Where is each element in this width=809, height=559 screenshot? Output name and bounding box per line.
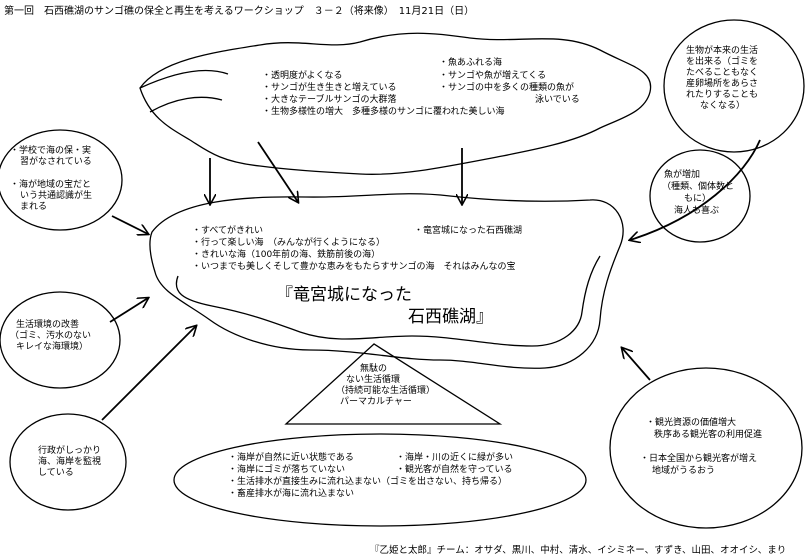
living-things-line: 産卵場所をあらさ — [686, 79, 759, 89]
environment-line: キレイな海環境） — [16, 342, 89, 352]
tourism-line: ・観光資源の価値増大 — [646, 418, 737, 428]
government-bubble-shape — [9, 413, 127, 511]
cloud-tail-lower — [149, 96, 223, 113]
ellipse-left-item: ・生活排水が直接生みに流れ込まない（ゴミを出さない、持ち帰る） — [228, 477, 508, 487]
top-cloud-shape — [139, 32, 652, 175]
tourism-line: 地域がうるおう — [652, 466, 716, 476]
triangle-shape — [284, 343, 503, 425]
lake-main-title-line2: 石西礁湖』 — [408, 307, 493, 327]
lake-main-title-line1: 『竜宮城になった — [276, 285, 412, 305]
cloud-left-item: ・生物多様性の増大 多種多様のサンゴに覆われた美しい海 — [262, 107, 505, 117]
cloud-left-item: ・大きなテーブルサンゴの大群落 — [262, 95, 397, 105]
cloud-left-item: ・サンゴが生き生きと増えている — [262, 83, 397, 93]
living-things-bubble-shape — [663, 19, 805, 153]
triangle-line: （持続可能な生活循環） — [336, 386, 436, 396]
cloud-right-item: ・サンゴの中を多くの種類の魚が — [439, 83, 575, 93]
triangle-line: 無駄の — [360, 364, 388, 374]
ellipse-right-item: ・海岸・川の近くに緑が多い — [396, 453, 514, 463]
triangle-line: パーマカルチャー — [340, 397, 412, 407]
tourism-line: ・日本全国から観光客が増え — [640, 454, 758, 464]
fish-line: 魚が増加 — [664, 170, 701, 180]
tourism-line: 秩序ある観光客の利用促進 — [654, 430, 763, 440]
arrow-education-to-lake — [111, 215, 148, 234]
living-things-line: 生物が本来の生活 — [686, 46, 759, 56]
cloud-left-item: ・透明度がよくなる — [262, 71, 343, 81]
arrow-cloud-to-lake-2 — [257, 141, 298, 202]
government-line: 海、海岸を監視 — [38, 457, 102, 467]
fish-line: （種類、個体数と — [662, 182, 735, 192]
triangle-line: ない生活循環 — [346, 375, 401, 385]
ellipse-left-item: ・畜産排水が海に流れ込まない — [228, 489, 355, 499]
cloud-right-item: 泳いでいる — [535, 95, 580, 105]
education-line: 習がなされている — [20, 157, 92, 167]
lake-right-item: ・竜宮城になった石西礁湖 — [414, 226, 523, 236]
lake-item: ・きれいな海（100年前の海、鉄筋前後の海） — [192, 250, 381, 260]
arrow-tourism-to-lake — [622, 348, 651, 381]
lake-item: ・すべてがきれい — [192, 226, 264, 236]
living-things-line: を出来る（ゴミを — [686, 57, 759, 67]
ellipse-left-item: ・海岸が自然に近い状態である — [228, 453, 354, 463]
education-line: ・海が地域の宝だと — [10, 180, 92, 190]
ellipse-right-item: ・観光客が自然を守っている — [396, 465, 513, 475]
education-line: ・学校で海の保・実 — [10, 146, 92, 156]
environment-line: 生活環境の改善 — [16, 320, 80, 330]
bottom-ellipse-shape — [173, 433, 587, 527]
fish-line: もに） — [684, 194, 712, 204]
education-line: いう共通認識が生 — [20, 191, 93, 201]
page-title: 第一回 石西礁湖のサンゴ礁の保全と再生を考えるワークショップ ３－２（将来像） … — [4, 6, 475, 17]
tourism-bubble-shape — [609, 367, 803, 529]
ellipse-left-item: ・海岸にゴミが落ちていない — [228, 465, 346, 475]
fish-line: 海人も喜ぶ — [674, 206, 720, 216]
arrow-environment-to-lake — [109, 298, 148, 323]
education-bubble-shape — [0, 129, 123, 231]
living-things-line: れたりすることも — [686, 90, 759, 100]
team-credit: 『乙姫と太郎』チーム：オサダ、黒川、中村、清水、イシミネー、すずき、山田、オオイ… — [370, 545, 787, 556]
arrow-government-to-lake — [101, 326, 196, 421]
lake-item: ・いつまでも美しくそして豊かな恵みをもたらすサンゴの海 それはみんなの宝 — [192, 262, 516, 272]
government-line: 行政がしっかり — [38, 446, 102, 456]
living-things-line: なくなる） — [700, 101, 746, 111]
lake-outer-shape — [149, 193, 624, 369]
cloud-right-item: ・サンゴや魚が増えてくる — [439, 71, 547, 81]
environment-bubble-shape — [0, 291, 121, 389]
cloud-right-item: ・魚あふれる海 — [439, 58, 503, 68]
environment-line: （ゴミ、汚水のない — [10, 331, 92, 341]
arrow-living-things-to-lake — [630, 139, 761, 240]
government-line: している — [38, 468, 74, 478]
living-things-line: たべることもなく — [686, 68, 759, 78]
cloud-tail-upper — [139, 69, 229, 89]
lake-inner-shape — [175, 255, 601, 347]
education-line: まれる — [20, 202, 48, 212]
fish-bubble-shape — [649, 149, 751, 243]
lake-item: ・行って楽しい海 （みんなが行くようになる） — [192, 238, 386, 248]
